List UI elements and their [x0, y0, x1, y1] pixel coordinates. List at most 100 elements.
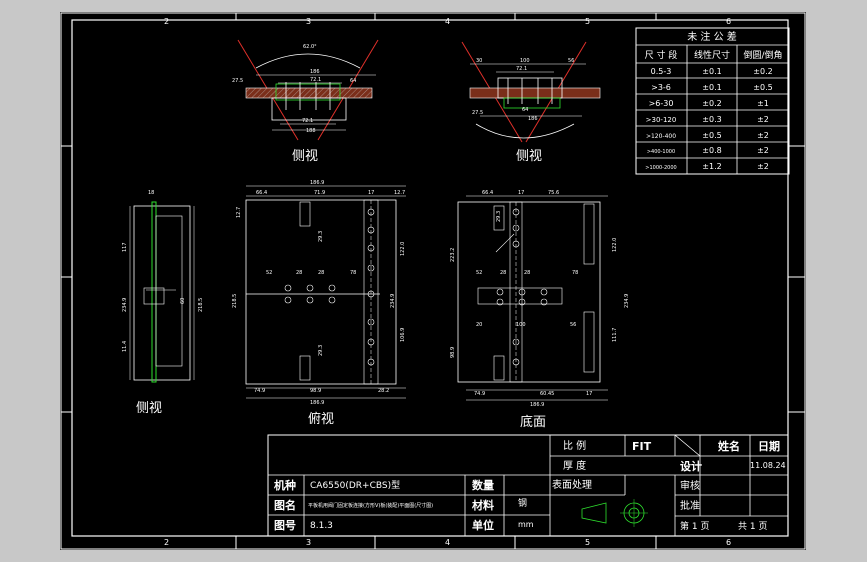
dim-293-b: 29.3 — [496, 211, 502, 222]
zone-bottom-6: 6 — [726, 538, 731, 547]
tb-total: 共 1 页 — [738, 521, 767, 532]
tolerance-header-chamfer: 倒圆/倒角 — [743, 49, 782, 61]
dim-52-b: 52 — [476, 270, 482, 276]
outer-frame — [60, 12, 806, 550]
tb-material-label: 材料 — [472, 498, 494, 512]
dim-56: 56 — [568, 58, 574, 64]
tb-review-label: 审核 — [680, 479, 700, 492]
projection-symbol-icon — [581, 499, 648, 527]
dim-2349-b: 234.9 — [624, 294, 630, 308]
dim-1069: 106.9 — [400, 328, 406, 342]
tolerance-cell: 0.5-3 — [651, 67, 672, 76]
dim-1869-bottom: 186.9 — [310, 400, 324, 406]
tb-date-label: 日期 — [758, 439, 780, 453]
tolerance-cell: >3-6 — [651, 83, 671, 92]
tolerance-title: 未 注 公 差 — [687, 30, 737, 43]
tb-unit-label: 单位 — [472, 518, 494, 532]
dim-188: 188 — [306, 128, 316, 134]
top-view: 186.9 66.4 71.9 17 12.7 52 28 28 78 12.7… — [232, 180, 406, 427]
tb-drawing-no-value: 8.1.3 — [310, 521, 333, 531]
zone-bottom-2: 2 — [164, 538, 169, 547]
dim-293b: 29.3 — [318, 345, 324, 356]
tolerance-cell: >400-1000 — [647, 149, 675, 155]
dim-1220-b: 122.0 — [612, 238, 618, 252]
tb-drawing-name-label: 图名 — [274, 498, 296, 512]
dim-186: 186 — [310, 69, 320, 75]
dim-78-b: 78 — [572, 270, 578, 276]
side-view-left: 18 117 234.9 11.4 60 218.5 侧视 — [122, 190, 204, 416]
dim-2349: 234.9 — [390, 294, 396, 308]
dim-72: 72.1 — [310, 77, 321, 83]
dim-2349-left: 234.9 — [122, 298, 128, 312]
tb-surface-label: 表面处理 — [552, 478, 592, 491]
side-section-left: 62.0° 186 72.1 27.5 64 72.1 188 侧视 — [232, 39, 379, 164]
tolerance-cell: ±2 — [757, 115, 769, 124]
dim-127: 12.7 — [394, 190, 405, 196]
dim-64: 64 — [350, 78, 356, 84]
tolerance-cell: >1000-2000 — [645, 165, 676, 171]
zone-ticks — [61, 13, 805, 549]
tolerance-cell: ±1 — [757, 99, 769, 108]
tb-page: 第 1 页 — [680, 520, 709, 532]
inner-frame — [71, 19, 789, 537]
dim-282: 28.2 — [378, 388, 389, 394]
dim-72-right: 72.1 — [516, 66, 527, 72]
tb-scale-value: FIT — [632, 440, 652, 453]
dim-275-right: 27.5 — [472, 110, 483, 116]
zone-top-5: 5 — [585, 17, 590, 26]
dim-17-b: 17 — [518, 190, 524, 196]
tolerance-cell: ±0.5 — [753, 83, 772, 92]
dim-18: 18 — [148, 190, 154, 196]
zone-bottom-3: 3 — [306, 538, 311, 547]
dim-749-b: 74.9 — [474, 391, 485, 397]
tolerance-cell: ±1.2 — [702, 162, 721, 171]
dim-664-b: 66.4 — [482, 190, 493, 196]
dim-719: 71.9 — [314, 190, 325, 196]
tb-machine-label: 机种 — [274, 478, 296, 492]
dim-17-b2: 17 — [586, 391, 592, 397]
tolerance-header-linear: 线性尺寸 — [694, 49, 730, 61]
tb-design-label: 设计 — [680, 459, 702, 473]
zone-top-4: 4 — [445, 17, 450, 26]
dim-28a: 28 — [296, 270, 302, 276]
tolerance-cell: ±0.1 — [702, 67, 721, 76]
dim-186-right: 186 — [528, 116, 538, 122]
dim-275: 27.5 — [232, 78, 243, 84]
dim-114: 11.4 — [122, 341, 128, 352]
dim-989: 98.9 — [310, 388, 321, 394]
tb-date-value: 11.08.24 — [750, 461, 786, 470]
tolerance-cell: ±0.2 — [753, 67, 772, 76]
dim-52: 52 — [266, 270, 272, 276]
tolerance-cell: >30-120 — [646, 116, 677, 124]
dim-749: 74.9 — [254, 388, 265, 394]
zone-bottom-4: 4 — [445, 538, 450, 547]
dim-28-b2: 28 — [524, 270, 530, 276]
tolerance-cell: ±0.3 — [702, 115, 721, 124]
dim-30: 30 — [476, 58, 482, 64]
tb-material-value: 钢 — [518, 497, 527, 509]
tolerance-cell: ±2 — [757, 131, 769, 140]
dim-64-right: 64 — [522, 107, 528, 113]
dim-56-b: 56 — [570, 322, 576, 328]
view-label-side-left-top: 侧视 — [292, 149, 318, 164]
tb-qty-label: 数量 — [472, 478, 494, 492]
tb-approve-label: 批准 — [680, 499, 700, 512]
dim-1220: 122.0 — [400, 242, 406, 256]
dim-60: 60 — [180, 298, 186, 304]
dim-angle: 62.0° — [303, 44, 317, 50]
dim-1117: 111.7 — [612, 328, 618, 342]
dim-2185-left: 218.5 — [198, 298, 204, 312]
tolerance-cell: ±0.2 — [702, 99, 721, 108]
dim-664: 66.4 — [256, 190, 267, 196]
tolerance-cell: >120-400 — [646, 133, 676, 140]
zone-top-3: 3 — [306, 17, 311, 26]
tb-drawing-name-value: 平板机用阀门固定板连接(方形V)板(装配)平面图(尺寸图) — [308, 502, 433, 509]
zone-top-2: 2 — [164, 17, 169, 26]
tb-unit-value: mm — [518, 520, 534, 529]
dim-127-v: 12.7 — [236, 207, 242, 218]
view-label-top: 俯视 — [308, 411, 334, 427]
dim-78: 78 — [350, 270, 356, 276]
tolerance-cell: ±0.1 — [702, 83, 721, 92]
side-section-right: 30 100 56 72.1 27.5 64 186 侧视 — [461, 41, 601, 164]
dim-100: 100 — [520, 58, 530, 64]
